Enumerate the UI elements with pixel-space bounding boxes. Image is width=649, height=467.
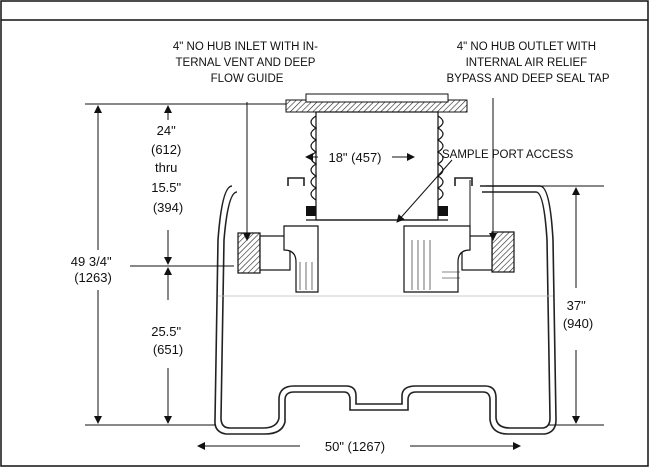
total-height-line: (1263) <box>74 270 112 285</box>
inlet-callout-line: 4" NO HUB INLET WITH IN- <box>173 41 318 53</box>
annotation-leaders <box>243 98 497 241</box>
riser-height-dimension: 24" (612) thru 15.5" (394) <box>151 123 185 215</box>
tank-body <box>214 177 557 435</box>
corrugation-left <box>310 115 318 201</box>
riser-height-line: (612) <box>151 142 181 157</box>
riser-width-dimension: 18" (457) <box>328 150 381 165</box>
riser-height-line: thru <box>155 160 177 175</box>
lower-height-line: (651) <box>153 342 183 357</box>
inlet-callout: 4" NO HUB INLET WITH IN- TERNAL VENT AND… <box>173 41 321 85</box>
lower-height-line: 25.5" <box>151 324 181 339</box>
right-height-dimension: 37" (940) <box>563 298 593 331</box>
total-height-dimension: 49 3/4" (1263) <box>71 254 115 285</box>
seal-right <box>438 206 448 216</box>
cover-grate <box>305 93 449 103</box>
inlet-callout-line: TERNAL VENT AND DEEP <box>176 57 316 69</box>
outlet-callout-line: INTERNAL AIR RELIEF <box>466 57 588 69</box>
seal-left <box>306 206 316 216</box>
outlet-callout-line: 4" NO HUB OUTLET WITH <box>457 41 596 53</box>
riser-height-line: 15.5" <box>151 180 181 195</box>
inlet-fitting <box>237 225 319 293</box>
right-height-line: (940) <box>563 316 593 331</box>
sample-port-callout: SAMPLE PORT ACCESS <box>442 149 574 161</box>
dimension-lines <box>85 103 604 450</box>
lower-height-dimension: 25.5" (651) <box>151 324 185 357</box>
outlet-callout-line: BYPASS AND DEEP SEAL TAP <box>447 73 610 85</box>
riser-height-line: 24" <box>157 123 176 138</box>
inlet-callout-line: FLOW GUIDE <box>211 73 284 85</box>
total-height-line: 49 3/4" <box>71 254 112 269</box>
outlet-fitting <box>403 180 515 293</box>
overall-width-dimension: 50" (1267) <box>325 439 385 454</box>
corrugation-right <box>436 115 444 201</box>
riser-sleeve <box>315 111 439 221</box>
right-height-line: 37" <box>567 298 586 313</box>
riser-assembly <box>285 93 468 221</box>
riser-height-line: (394) <box>153 200 183 215</box>
outlet-callout: 4" NO HUB OUTLET WITH INTERNAL AIR RELIE… <box>447 41 610 85</box>
